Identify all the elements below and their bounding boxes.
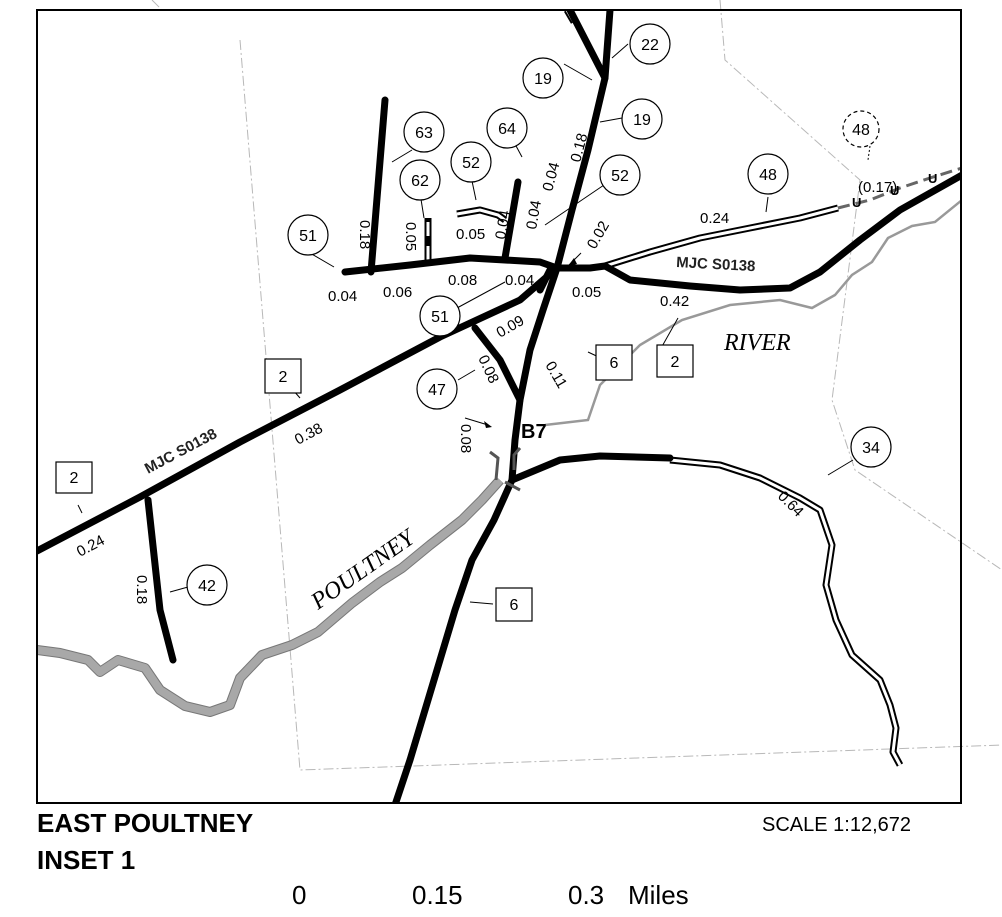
svg-text:22: 22 <box>641 37 659 54</box>
scale-ratio: SCALE 1:12,672 <box>762 814 911 836</box>
svg-text:2: 2 <box>70 470 79 487</box>
bridge-b7 <box>489 447 522 492</box>
svg-text:U: U <box>890 183 899 198</box>
dist-6-b7: 0.11 <box>542 359 571 392</box>
svg-text:19: 19 <box>633 112 651 129</box>
route-circle-22: 22 <box>629 23 671 65</box>
svg-text:U: U <box>928 171 937 186</box>
dist-62: 0.05 <box>402 222 419 251</box>
route-circle-47: 47 <box>416 368 458 410</box>
dist-42: 0.18 <box>133 575 150 604</box>
dist-51-west: 0.04 <box>328 288 357 305</box>
route-circle-19a: 19 <box>522 57 564 99</box>
route-circle-51a: 51 <box>287 214 329 256</box>
junction-label: B7 <box>521 421 547 443</box>
dist-2-center: 0.38 <box>292 420 326 449</box>
svg-text:47: 47 <box>428 382 446 399</box>
dist-34: 0.64 <box>774 488 807 521</box>
scale-bar-mid: 0.15 <box>412 880 463 910</box>
arrow-head-b7 <box>484 421 492 428</box>
place-name: EAST POULTNEY <box>37 808 254 838</box>
svg-text:52: 52 <box>611 168 629 185</box>
map-frame <box>36 9 962 804</box>
route-circle-48: 48 <box>747 153 789 195</box>
route-box-6-north: 6 <box>595 344 633 381</box>
dist-48: 0.24 <box>700 210 729 227</box>
inset-label: INSET 1 <box>37 845 136 875</box>
route-circle-19b: 19 <box>621 98 663 140</box>
route-circle-52b: 52 <box>599 154 641 196</box>
svg-text:U: U <box>852 195 861 210</box>
poultney-river-fill <box>37 477 503 716</box>
route-circle-34: 34 <box>850 426 892 468</box>
dist-b7-bridge: 0.08 <box>457 424 474 453</box>
scale-bar-unit: Miles <box>628 880 689 910</box>
route-circle-42: 42 <box>186 564 228 606</box>
svg-text:51: 51 <box>299 228 317 245</box>
dist-51-mid: 0.06 <box>383 284 412 301</box>
svg-text:2: 2 <box>671 354 680 371</box>
route-box-2-east: 2 <box>656 344 694 378</box>
dist-52a: 0.05 <box>456 226 485 243</box>
route-circle-51b: 51 <box>419 295 461 337</box>
svg-text:6: 6 <box>510 597 519 614</box>
svg-text:6: 6 <box>610 355 619 372</box>
route-circle-62: 62 <box>399 159 441 201</box>
dist-6-mid-a: 0.04 <box>539 160 563 193</box>
road-name-mjc-west: MJC S0138 <box>142 425 220 477</box>
dist-63: 0.18 <box>356 220 373 249</box>
scale-bar-zero: 0 <box>292 880 307 910</box>
route-box-2-center: 2 <box>264 358 302 394</box>
scale-bar-end: 0.3 <box>568 880 605 910</box>
dist-52b: 0.02 <box>584 218 613 252</box>
dist-junction: 0.04 <box>505 272 534 289</box>
river-label-river: RIVER <box>723 330 791 356</box>
svg-text:63: 63 <box>415 125 433 142</box>
dist-47-a: 0.09 <box>494 312 528 341</box>
dist-2-junction: 0.05 <box>572 284 601 301</box>
svg-text:62: 62 <box>411 173 429 190</box>
circle-markers: 22 19 19 63 64 52 62 52 48 48 51 51 47 4… <box>186 23 892 606</box>
route-circle-64: 64 <box>486 107 528 149</box>
dist-6-north: 0.18 <box>567 131 591 164</box>
svg-text:42: 42 <box>198 578 216 595</box>
svg-text:51: 51 <box>431 309 449 326</box>
trail-48: U U U <box>837 166 961 210</box>
svg-text:19: 19 <box>534 71 552 88</box>
dist-51-east: 0.08 <box>448 272 477 289</box>
svg-text:34: 34 <box>862 440 880 457</box>
dist-2-west: 0.24 <box>74 532 108 561</box>
route-circle-48-dashed: 48 <box>842 110 880 148</box>
svg-text:48: 48 <box>759 167 777 184</box>
svg-text:48: 48 <box>852 122 870 139</box>
arrow-head-02 <box>568 258 577 266</box>
route-box-2-west: 2 <box>55 461 93 494</box>
svg-text:52: 52 <box>462 155 480 172</box>
route-circle-52a: 52 <box>450 141 492 183</box>
svg-text:2: 2 <box>279 369 288 386</box>
dist-48-trail: (0.17) <box>858 179 897 196</box>
class3-roads <box>37 10 961 803</box>
box-markers: 2 2 2 6 6 <box>55 344 694 622</box>
dist-6-mid-b: 0.04 <box>523 199 545 231</box>
road-name-mjc-east: MJC S0138 <box>676 254 756 275</box>
town-boundary <box>151 0 1002 771</box>
route-box-6-south: 6 <box>495 587 533 622</box>
svg-text:64: 64 <box>498 121 516 138</box>
route-circle-63: 63 <box>403 111 445 153</box>
dist-river-road: 0.42 <box>660 293 689 310</box>
dist-64: 0.04 <box>492 209 514 241</box>
